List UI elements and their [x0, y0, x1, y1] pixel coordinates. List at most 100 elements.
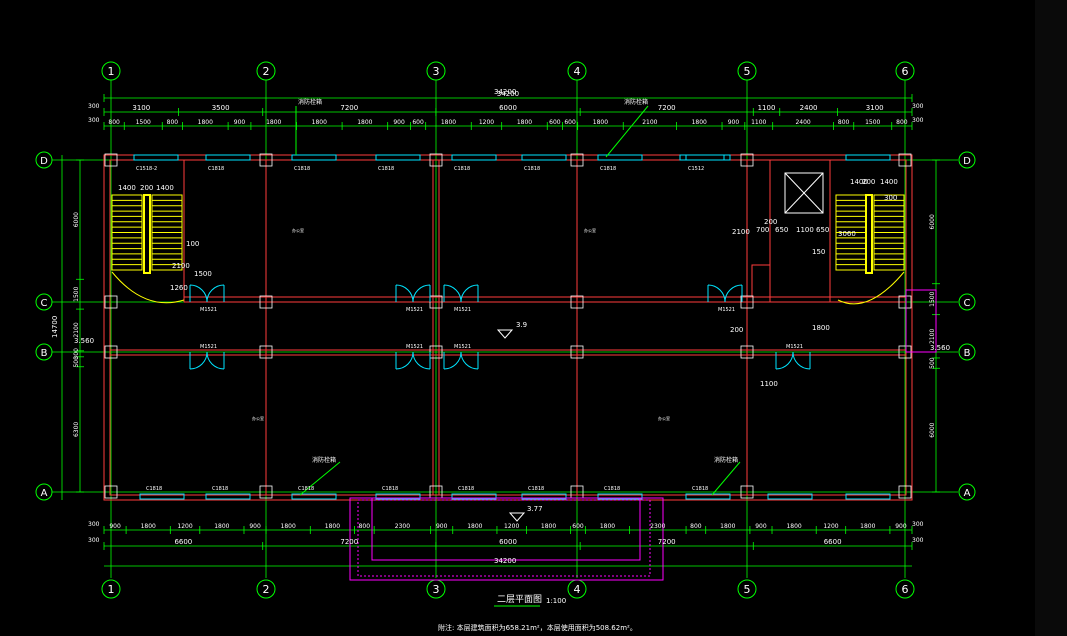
window-top [375, 154, 421, 161]
dim-overall-top [103, 94, 913, 102]
dim-top-tier1-label: 3100 [866, 104, 884, 112]
dim-bottom-tier1-label: 1800 [541, 523, 556, 530]
misc-dim: 2100 [172, 262, 190, 270]
dim-left-label: 1500 [73, 286, 80, 301]
door-swing [707, 284, 743, 303]
window-top [133, 154, 179, 161]
axis-label-col-1: 1 [108, 583, 115, 596]
dim-top-tier2-label: 800 [838, 119, 850, 126]
window-bottom-extra [845, 493, 891, 500]
misc-dim: 200 [764, 218, 777, 226]
axis-label-row-D: D [963, 156, 971, 167]
axis-label-row-C: C [41, 298, 48, 309]
stair-left-steps [112, 194, 182, 271]
column [740, 153, 754, 167]
axis-bubble-col-6-top [895, 61, 915, 81]
dim-top-tier2-label: 1800 [517, 119, 532, 126]
leader-bottom-1 [299, 461, 341, 496]
door-label: M1521 [454, 307, 471, 313]
window-top-label: C1818 [524, 166, 540, 172]
dim-side-small: 300 [88, 521, 100, 528]
dim-side-small: 300 [912, 537, 924, 544]
window-bottom-label: C1818 [458, 486, 474, 492]
level-triangle-corridor [496, 329, 514, 339]
leader-label-top-1: 消防栓箱 [298, 98, 322, 106]
window-top [451, 154, 497, 161]
dim-top-tier2-label: 1800 [357, 119, 372, 126]
dim-top-tier2-label: 1500 [865, 119, 880, 126]
window-bottom [205, 493, 251, 500]
stair-left [111, 194, 183, 274]
dim-top-tier1 [103, 108, 913, 116]
door-label: M1521 [406, 344, 423, 350]
dim-top-tier2-label: 2100 [642, 119, 657, 126]
door-label: M1521 [200, 307, 217, 313]
elevator-dim: 650 [816, 226, 829, 234]
misc-dim: 3060 [838, 230, 856, 238]
door-swing [775, 351, 811, 370]
column [259, 295, 273, 309]
axis-bubble-col-1-bottom [101, 579, 121, 599]
door-swing [395, 351, 431, 370]
window-bottom-label: C1818 [146, 486, 162, 492]
stair-right [835, 194, 905, 274]
dim-side-small: 300 [912, 103, 924, 110]
dim-bottom-tier1-label: 2300 [395, 523, 410, 530]
dim-bottom-tier1-label: 900 [436, 523, 448, 530]
room-label-bottom-right: 办公室 [658, 415, 670, 421]
window-bottom [375, 493, 421, 500]
dim-top-tier2-label: 600 [549, 119, 561, 126]
leader-label-top-2: 消防栓箱 [624, 98, 648, 106]
elevator-dim: 1100 [796, 226, 814, 234]
axis-bubble-col-5-bottom [737, 579, 757, 599]
misc-dim: 200 [730, 326, 743, 334]
dim-left-label: 300 [73, 348, 80, 360]
axis-bubble-col-2-bottom [256, 579, 276, 599]
stair-right-dim: 1400 [880, 178, 898, 186]
drawing-note: 附注: 本层建筑面积为658.21m²，本层使用面积为508.62m²。 [438, 623, 637, 632]
axis-label-col-1: 1 [108, 65, 115, 78]
room-label-top-left: 办公室 [292, 227, 304, 233]
axis-label-col-4: 4 [574, 583, 581, 596]
right-level-label: 3.560 [930, 344, 950, 352]
dim-top-tier2-label: 800 [896, 119, 908, 126]
axis-bubble-row-B-right [958, 343, 976, 361]
axis-bubble-col-6-bottom [895, 579, 915, 599]
window-bottom-extra [767, 493, 813, 500]
leader-top-2 [605, 105, 649, 158]
axis-label-row-C: C [964, 298, 971, 309]
dim-top-tier2 [103, 122, 913, 130]
dim-side-small: 300 [88, 537, 100, 544]
stair-left-dim: 1400 [118, 184, 136, 192]
dim-top-tier2-label: 1800 [692, 119, 707, 126]
dim-bottom-tier2 [103, 542, 913, 550]
dim-bottom-tier1-label: 800 [690, 523, 702, 530]
stair-right-steps [836, 194, 904, 271]
axis-label-col-6: 6 [902, 583, 909, 596]
dim-left-label: 2100 [73, 322, 80, 337]
window-top [597, 154, 643, 161]
elevator-box [784, 172, 824, 214]
elevator-x2 [784, 172, 824, 214]
column [104, 345, 118, 359]
stair-left-dim: 1400 [156, 184, 174, 192]
axis-bubble-col-4-top [567, 61, 587, 81]
column [429, 153, 443, 167]
axis-label-row-A: A [964, 488, 971, 499]
misc-dim: 2100 [732, 228, 750, 236]
axis-bubble-col-1-top [101, 61, 121, 81]
column [570, 153, 584, 167]
dim-top-tier1-label: 2400 [800, 104, 818, 112]
axis-bubble-row-C-left [35, 293, 53, 311]
overall-dimension: 34200 [494, 88, 516, 96]
outer-wall-inner [109, 159, 907, 496]
dim-top-tier1-label: 6000 [499, 104, 517, 112]
dim-overall-top-label: 34200 [497, 90, 519, 98]
dim-bottom-tier1-label: 800 [359, 523, 371, 530]
axis-bubble-col-2-top [256, 61, 276, 81]
dim-side-small: 300 [88, 117, 100, 124]
room-label-bottom-left: 办公室 [252, 415, 264, 421]
dim-left-label: 6000 [73, 212, 80, 227]
dim-top-tier1-label: 7200 [658, 104, 676, 112]
